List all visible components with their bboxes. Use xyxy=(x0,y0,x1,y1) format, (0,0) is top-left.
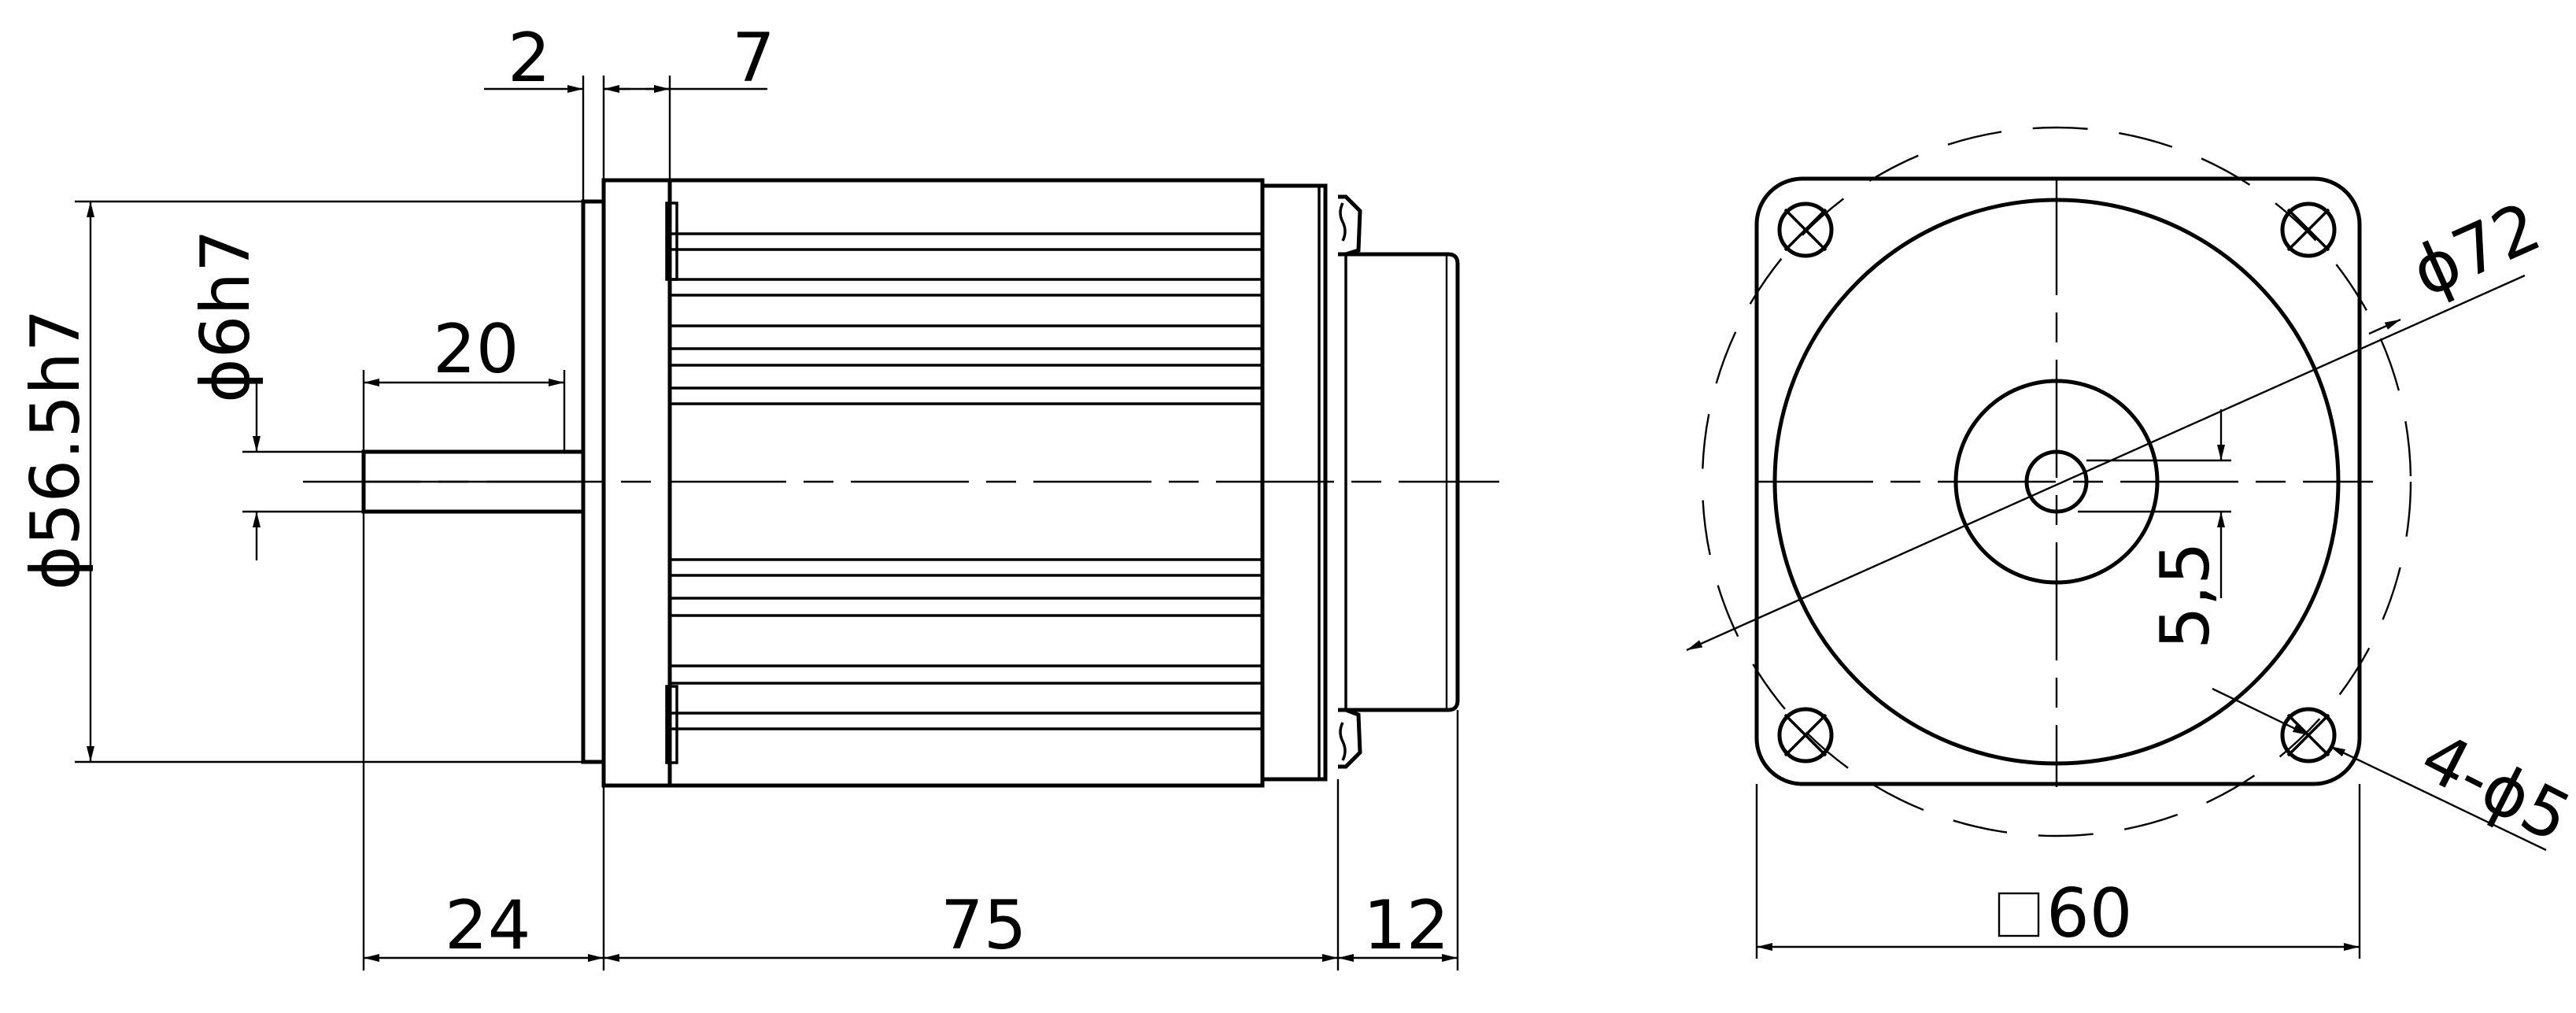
dim-body-length: 75 xyxy=(604,886,1338,965)
rear-end-ring xyxy=(1260,183,1328,782)
mounting-hole-bottom-left xyxy=(1777,707,1834,763)
dim-flange-thickness: 7 xyxy=(604,19,775,98)
dim-flange-square-label: 60 xyxy=(2046,874,2132,953)
dim-flange-square: 60 xyxy=(1755,784,2361,959)
dim-flange-thickness-label: 7 xyxy=(732,19,775,98)
motor-body xyxy=(667,178,1265,788)
dim-front-gap-label: 2 xyxy=(508,19,551,98)
dim-shaft-diameter: ϕ6h7 xyxy=(187,229,265,560)
dim-shaft-length-label: 24 xyxy=(445,886,530,965)
dim-pilot-diameter: ϕ56.5h7 xyxy=(17,201,95,762)
cooling-fins-top xyxy=(665,201,1262,405)
dim-front-gap: 2 xyxy=(484,19,630,98)
cooling-fins-bottom xyxy=(665,558,1262,764)
front-view: ϕ72 5,5 4-ϕ5 60 xyxy=(1686,126,2576,959)
dim-shaft-flat-length-label: 20 xyxy=(433,310,519,389)
dim-mounting-holes-label: 4-ϕ5 xyxy=(2408,718,2576,859)
body-circle xyxy=(1772,198,2341,766)
dim-pilot-diameter-label: ϕ56.5h7 xyxy=(17,309,95,590)
front-flange xyxy=(601,178,672,788)
dim-bolt-circle: ϕ72 xyxy=(1686,187,2552,652)
dim-shaft-length: 24 xyxy=(364,886,604,965)
square-flange xyxy=(1754,176,2362,786)
bolt-circle xyxy=(1701,126,2412,837)
mounting-hole-top-left xyxy=(1777,201,1834,258)
dim-body-length-label: 75 xyxy=(941,886,1026,965)
dim-bolt-circle-label: ϕ72 xyxy=(2400,187,2552,312)
square-symbol-icon xyxy=(1998,892,2040,937)
dim-rear-cap-length: 12 xyxy=(1338,886,1458,965)
mounting-hole-top-right xyxy=(2280,201,2337,258)
dim-mounting-holes: 4-ϕ5 xyxy=(2212,687,2576,859)
shaft-boss xyxy=(1953,379,2160,585)
dim-shaft-flat-length: 20 xyxy=(364,310,564,389)
side-view-extension-lines xyxy=(75,76,1459,970)
dim-rear-cap-length-label: 12 xyxy=(1363,886,1449,965)
rear-clip-top xyxy=(1338,194,1362,257)
rear-clip-bottom xyxy=(1338,708,1362,769)
dim-shaft-flat-label: 5,5 xyxy=(2146,542,2225,649)
dim-shaft-diameter-label: ϕ6h7 xyxy=(187,229,265,403)
side-view: 2 7 20 ϕ6h7 ϕ56.5h7 24 xyxy=(17,19,1499,970)
shaft-end xyxy=(2024,449,2089,514)
dim-shaft-flat: 5,5 xyxy=(2078,409,2231,649)
rear-cap xyxy=(1346,252,1460,712)
